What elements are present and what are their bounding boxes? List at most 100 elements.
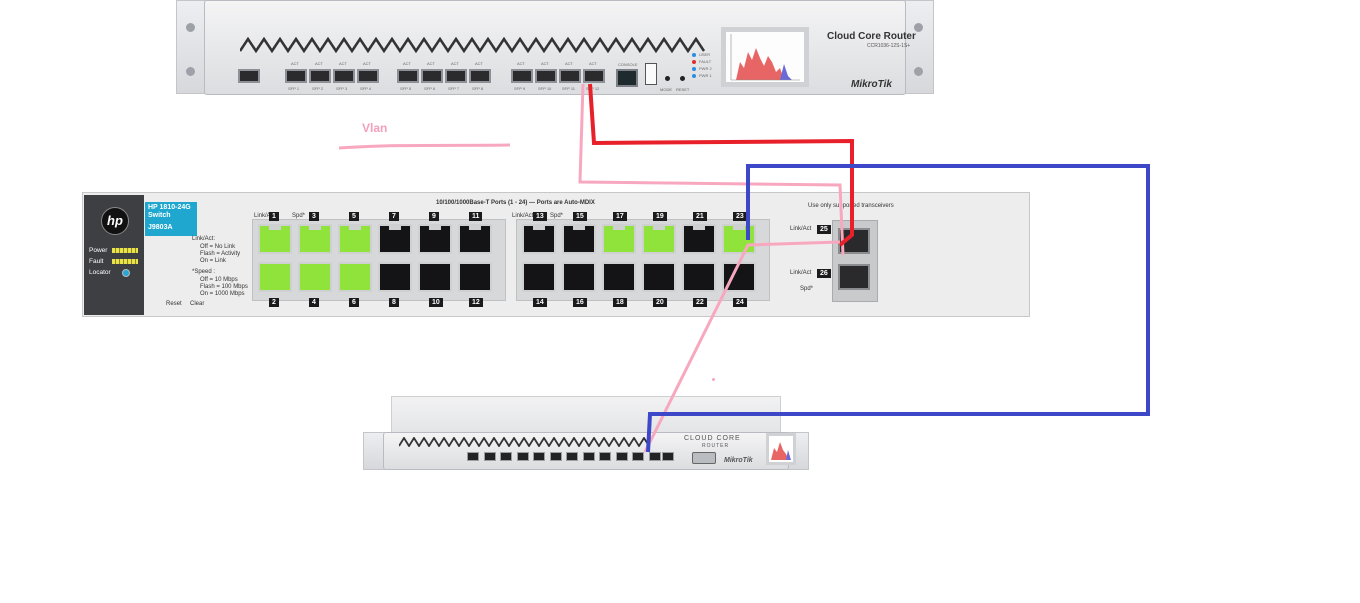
sfp-label-2: SFP 2 [312,86,324,91]
rj45-port-17[interactable] [602,224,636,254]
mikrotik-router-bottom: CLOUD CORE ROUTER MikroTik [363,396,809,470]
rj45-port-18[interactable] [602,262,636,292]
part-number: J9803A [148,224,173,231]
lcd-screen-bottom [766,433,796,465]
reset-label: RESET [676,87,690,92]
sfp-port-1[interactable] [285,69,307,83]
act-label: ACT [403,61,411,66]
sfp-label-5: SFP 5 [400,86,412,91]
rj45-port-10[interactable] [418,262,452,292]
port-number: 16 [573,298,587,307]
sfp-port-25[interactable] [838,228,870,254]
spd-label-right: Spd* [550,213,564,219]
sfp-label-3: SFP 3 [336,86,348,91]
mode-button[interactable] [665,76,670,81]
reset-button[interactable] [680,76,685,81]
legend-speed-off: Off = 10 Mbps [200,277,238,283]
act-label: ACT [339,61,347,66]
rj45-port-24[interactable] [722,262,756,292]
rack-ear-left [363,432,385,470]
ethernet-port-3[interactable] [500,452,512,461]
sfp-port-12[interactable] [583,69,605,83]
ethernet-port-11[interactable] [632,452,644,461]
act-label: ACT [427,61,435,66]
legend-speed-title: *Speed : [192,269,216,275]
port-number: 18 [613,298,627,307]
router-bottom-faceplate: CLOUD CORE ROUTER MikroTik [383,432,796,470]
rj45-port-23[interactable] [722,224,756,254]
link-act-label-26: Link/Act [790,270,812,276]
rj45-port-6[interactable] [338,262,372,292]
sfp-port-2[interactable] [309,69,331,83]
act-label: ACT [541,61,549,66]
rj45-port-7[interactable] [378,224,412,254]
legend-link-off: Off = No Link [200,244,236,250]
sfp-port-6[interactable] [421,69,443,83]
ethernet-port-7[interactable] [566,452,578,461]
ethernet-port-10[interactable] [615,452,628,461]
rj45-port-11[interactable] [458,224,492,254]
serial-port[interactable] [692,452,716,464]
sfp-label-12: SFP 12 [586,86,600,91]
ethernet-port-8[interactable] [582,452,595,461]
rj45-port-20[interactable] [642,262,676,292]
sfp-label-9: SFP 9 [514,86,526,91]
ethernet-port-12[interactable] [648,452,661,461]
fault-led [112,259,138,264]
sfp-port-3[interactable] [333,69,355,83]
rj45-port-5[interactable] [338,224,372,254]
rj45-port-19[interactable] [642,224,676,254]
rj45-port-14[interactable] [522,262,556,292]
sfp-port-7[interactable] [445,69,467,83]
ethernet-port-1[interactable] [467,452,479,461]
status-led [692,53,696,57]
sfp-port-4[interactable] [357,69,379,83]
model-line2: Switch [148,212,171,219]
model-name: CCR1036-12S-1S+ [867,43,911,49]
rj45-port-22[interactable] [682,262,716,292]
rj45-port-2[interactable] [258,262,292,292]
legend-link-flash: Flash = Activity [200,251,241,257]
console-port[interactable] [616,69,638,87]
model-line1: HP 1810-24G [148,204,191,211]
ethernet-port-4[interactable] [516,452,529,461]
port-number: 23 [733,212,747,221]
ethernet-port-5[interactable] [533,452,545,461]
port-number: 15 [573,212,587,221]
rj45-port-21[interactable] [682,224,716,254]
sfp-port-number-26: 26 [817,269,831,278]
rj45-port-4[interactable] [298,262,332,292]
sfp-label-8: SFP 8 [472,86,484,91]
rj45-port-16[interactable] [562,262,596,292]
sfp-port-9[interactable] [511,69,533,83]
rj45-port-1[interactable] [258,224,292,254]
rj45-port-9[interactable] [418,224,452,254]
sfp-port-11[interactable] [559,69,581,83]
model-badge: HP 1810-24G Switch J9803A [145,202,197,236]
stray-dot [712,378,715,381]
sfp-plus-port[interactable] [238,69,260,83]
ethernet-port-6[interactable] [549,452,562,461]
sfp-port-26[interactable] [838,264,870,290]
sfp-port-5[interactable] [397,69,419,83]
ethernet-port-9[interactable] [599,452,611,461]
rj45-port-13[interactable] [522,224,556,254]
link-act-label-right: Link/Act [512,213,534,219]
ethernet-port-2[interactable] [483,452,496,461]
port-number: 8 [389,298,399,307]
spd-label-left: Spd* [292,213,306,219]
rj45-port-8[interactable] [378,262,412,292]
status-led [692,67,696,71]
sfp-label-7: SFP 7 [448,86,460,91]
rj45-port-12[interactable] [458,262,492,292]
sfp-port-8[interactable] [469,69,491,83]
usb-port[interactable] [645,63,657,85]
rj45-port-15[interactable] [562,224,596,254]
legend-speed-flash: Flash = 100 Mbps [200,284,248,290]
rj45-port-3[interactable] [298,224,332,254]
port-number: 22 [693,298,707,307]
sfp-port-10[interactable] [535,69,557,83]
ethernet-port-uplink[interactable] [662,452,674,461]
router-bottom-top-cover [391,396,781,436]
